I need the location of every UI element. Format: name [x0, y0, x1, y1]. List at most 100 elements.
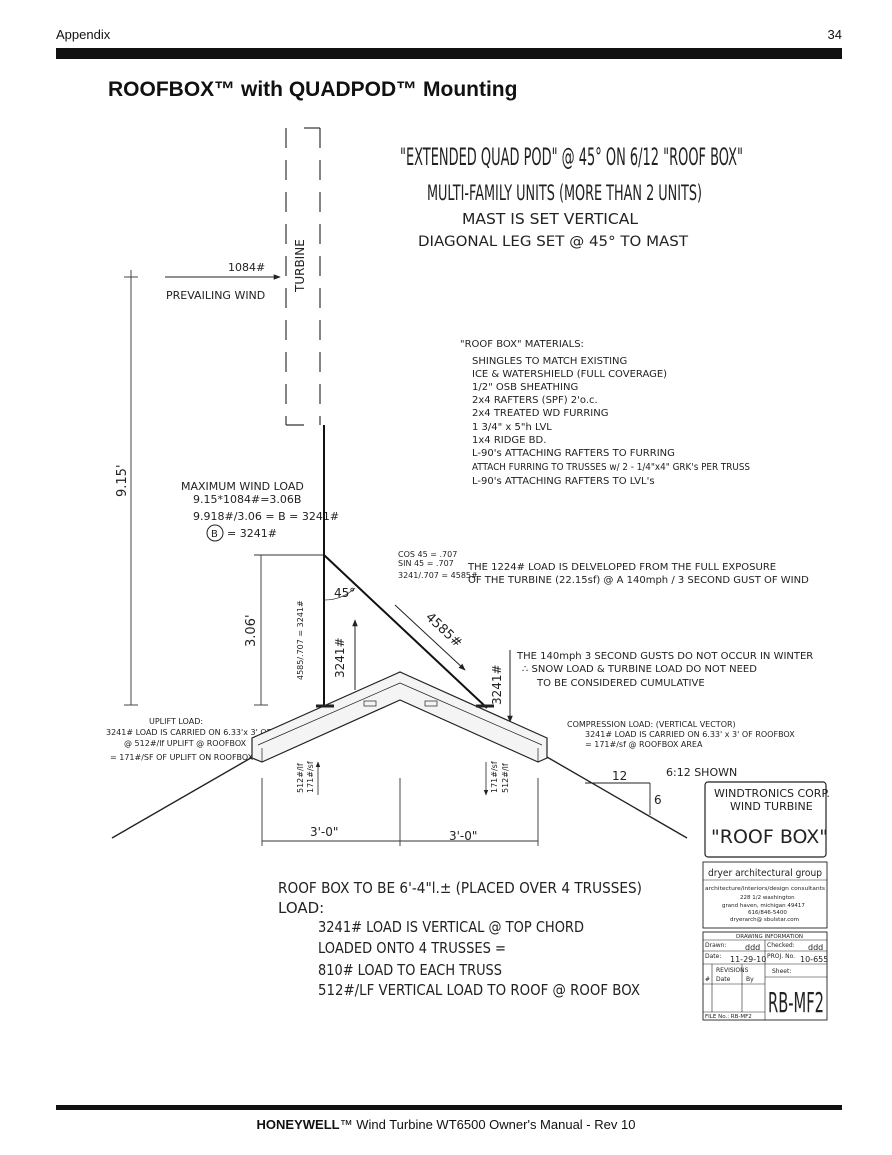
cos-line: COS 45 = .707 [398, 550, 457, 559]
drawing-heading-3: MAST IS SET VERTICAL [462, 210, 639, 228]
b-marker [206, 524, 224, 542]
left-small-label-1: 512#/lf [296, 763, 305, 793]
pitch-shown-label: 6:12 SHOWN [666, 766, 737, 779]
page-title: ROOFBOX™ with QUADPOD™ Mounting [108, 78, 518, 101]
material-item: L-90's ATTACHING RAFTERS TO FURRING [472, 448, 675, 459]
material-item: ATTACH FURRING TO TRUSSES w/ 2 - 1/4"x4"… [472, 462, 750, 473]
firm-address-1: 228 1/2 washington [740, 895, 795, 901]
info-title: DRAWING INFORMATION [736, 934, 803, 940]
revisions-label: REVISIONS [716, 967, 749, 974]
drawn-value: ddd [745, 943, 760, 952]
file-label: FILE No.: RB-MF2 [705, 1014, 752, 1020]
sin-line: SIN 45 = .707 [398, 559, 454, 568]
gust-line-1: THE 140mph 3 SECOND GUSTS DO NOT OCCUR I… [516, 651, 813, 662]
title-block [702, 781, 828, 1021]
left-arrow-load-label: 3241# [333, 637, 347, 678]
roof-box [111, 671, 688, 839]
turbine-outline [285, 127, 321, 426]
date-value: 11-29-10 [730, 955, 766, 964]
sheet-label: Sheet: [772, 968, 791, 975]
material-item: 1 3/4" x 5"h LVL [472, 422, 552, 433]
material-item: 1/2" OSB SHEATHING [472, 382, 578, 393]
drawing-heading-2: MULTI-FAMILY UNITS (MORE THAN 2 UNITS) [427, 181, 702, 205]
footer-text: ™ Wind Turbine WT6500 Owner's Manual - R… [339, 1117, 636, 1132]
dim-right-label: 3'-0" [449, 829, 477, 843]
uplift-line-3: = 171#/SF OF UPLIFT ON ROOFBOX [110, 753, 254, 762]
exposure-line-2: OF THE TURBINE (22.15sf) @ A 140mph / 3 … [468, 575, 809, 586]
height-dimensions [124, 270, 325, 706]
material-item: SHINGLES TO MATCH EXISTING [472, 356, 627, 367]
material-item: 2x4 RAFTERS (SPF) 2'o.c. [472, 395, 598, 406]
rev-date-label: Date [716, 976, 731, 983]
rev-by-label: By [746, 976, 754, 983]
page-number: 34 [827, 27, 842, 42]
company-line-1: WINDTRONICS CORP. [714, 787, 830, 800]
uplift-title: UPLIFT LOAD: [149, 717, 203, 726]
compression-line-1: 3241# LOAD IS CARRIED ON 6.33' x 3' OF R… [585, 730, 795, 739]
angle-label: 45° [334, 586, 355, 600]
pitch-rise-label: 6 [654, 793, 662, 807]
material-item: 1x4 RIDGE BD. [472, 435, 546, 446]
drawing-heading-4: DIAGONAL LEG SET @ 45° TO MAST [418, 234, 688, 250]
vertical-calc-label: 4585/.707 = 3241# [296, 600, 305, 680]
firm-name: dryer architectural group [708, 868, 822, 879]
sheet-value: RB-MF2 [768, 986, 824, 1019]
proj-value: 10-655 [800, 955, 828, 964]
header-section: Appendix [56, 27, 111, 42]
firm-address-2: grand haven, michigan 49417 [722, 903, 805, 909]
right-small-label-1: 171#/sf [490, 761, 499, 793]
note-line-1: ROOF BOX TO BE 6'-4"l.± (PLACED OVER 4 T… [278, 879, 642, 897]
rev-no-label: # [705, 976, 710, 983]
materials-title: "ROOF BOX" MATERIALS: [460, 339, 584, 350]
footer-rule [56, 1105, 842, 1110]
uplift-line-2: @ 512#/lf UPLIFT @ ROOFBOX [124, 739, 247, 748]
firm-phone: 616/846-5400 [748, 910, 787, 916]
note-line-4: LOADED ONTO 4 TRUSSES = [318, 939, 506, 957]
note-line-3: 3241# LOAD IS VERTICAL @ TOP CHORD [318, 918, 584, 936]
firm-email: dryerarch@ sbulstar.com [730, 917, 799, 923]
gust-line-2: ∴ SNOW LOAD & TURBINE LOAD DO NOT NEED [522, 664, 757, 675]
right-small-label-2: 512#/lf [501, 763, 510, 793]
compression-line-2: = 171#/sf @ ROOFBOX AREA [585, 740, 703, 749]
drawn-label: Drawn: [705, 942, 727, 949]
prevailing-wind-label: PREVAILING WIND [166, 289, 265, 302]
header-rule [56, 48, 842, 59]
date-label: Date: [705, 953, 721, 960]
calc-line: 3241/.707 = 4585# [398, 571, 478, 580]
materials-list: SHINGLES TO MATCH EXISTING ICE & WATERSH… [472, 356, 750, 487]
material-item: L-90's ATTACHING RAFTERS TO LVL's [472, 476, 655, 487]
max-load-line-2: 9.918#/3.06 = B = 3241# [193, 510, 339, 523]
angle-arc [323, 587, 356, 601]
left-small-label-2: 171#/sf [306, 761, 315, 793]
proj-label: PROJ. No. [767, 953, 795, 960]
drawing-name: "ROOF BOX" [711, 826, 828, 848]
page-footer: HONEYWELL™ Wind Turbine WT6500 Owner's M… [0, 1117, 892, 1132]
footer-brand: HONEYWELL [256, 1117, 340, 1132]
exposure-line-1: THE 1224# LOAD IS DELVELOPED FROM THE FU… [467, 562, 776, 573]
material-item: 2x4 TREATED WD FURRING [472, 408, 608, 419]
right-arrow-load-label: 3241# [490, 664, 504, 705]
note-line-2: LOAD: [278, 899, 324, 917]
checked-label: Checked: [767, 942, 795, 949]
gust-line-3: TO BE CONSIDERED CUMULATIVE [536, 678, 705, 689]
bottom-dimensions [261, 778, 539, 846]
pitch-indicator [585, 782, 651, 815]
dim-left-label: 3'-0" [310, 825, 338, 839]
max-load-title: MAXIMUM WIND LOAD [181, 480, 304, 493]
diagonal-leg [323, 554, 488, 709]
uplift-line-1: 3241# LOAD IS CARRIED ON 6.33'x 3' OF RO… [106, 728, 297, 737]
diagonal-load-label: 4585# [422, 610, 464, 651]
checked-value: ddd [808, 943, 823, 952]
height-total-label: 9.15' [115, 464, 130, 497]
pitch-run-label: 12 [612, 769, 627, 783]
drawing-heading-1: "EXTENDED QUAD POD" @ 45° ON 6/12 "ROOF … [400, 143, 743, 171]
max-load-line-1: 9.15*1084#=3.06B [193, 493, 301, 506]
firm-sub: architecture/interiors/design consultant… [705, 886, 825, 892]
height-leg-label: 3.06' [244, 614, 259, 647]
material-item: ICE & WATERSHIELD (FULL COVERAGE) [472, 369, 667, 380]
compression-title: COMPRESSION LOAD: (VERTICAL VECTOR) [567, 720, 736, 729]
note-line-6: 512#/LF VERTICAL LOAD TO ROOF @ ROOF BOX [318, 981, 640, 999]
turbine-label: TURBINE [293, 239, 307, 293]
company-line-2: WIND TURBINE [730, 800, 813, 813]
